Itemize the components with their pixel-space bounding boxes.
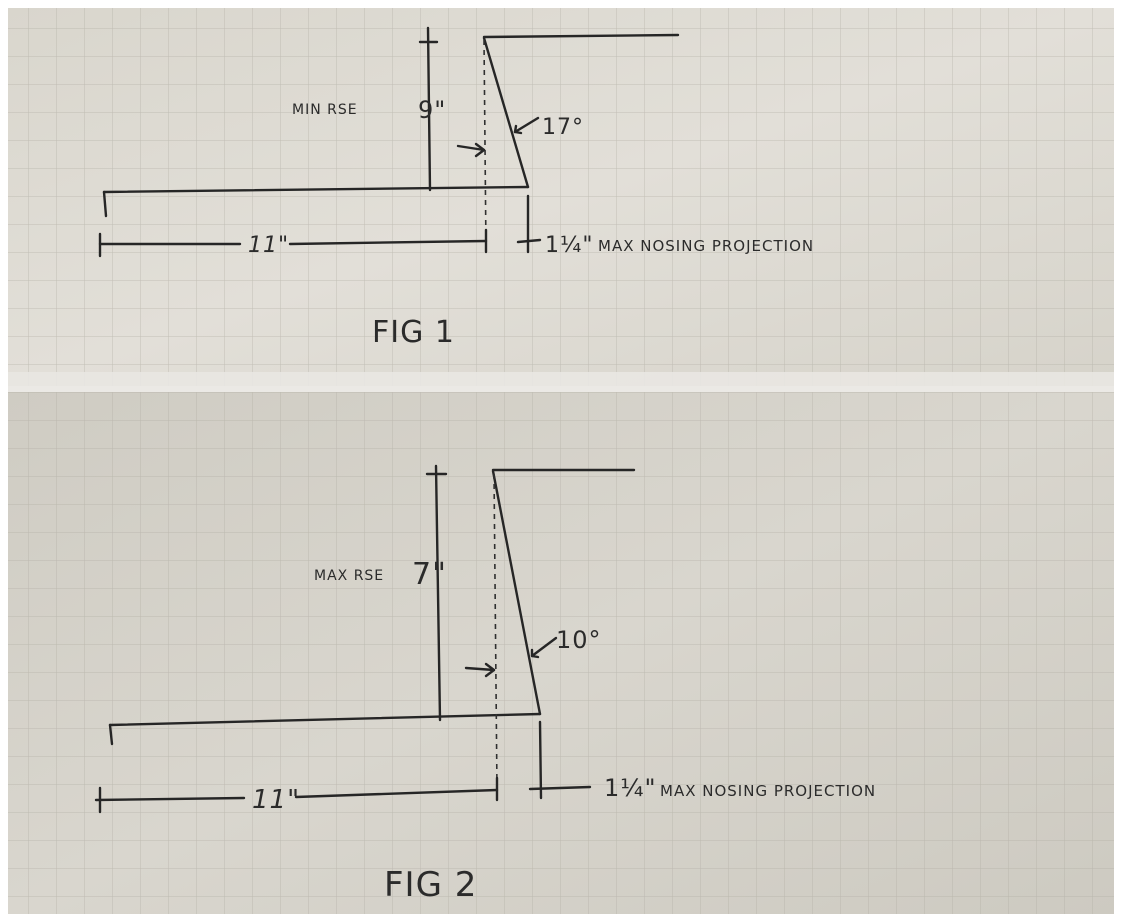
fig2-plumb-line [493,473,498,791]
fig1-rise-dimension [426,26,432,192]
fig2-nosing-label: MAX NOSING PROJECTION [660,782,876,800]
fig2-nosing-value: 1¼" [604,774,657,802]
fig2-rise-label: MAX RSE [314,568,384,584]
fig2-lower-tread [108,712,542,727]
fig1-nosing-value: 1¼" [545,233,593,258]
fig1-rise-value: 9" [418,96,446,124]
figure-2: MAX RSE 7" 10° 11" 1¼" MAX NOSING PROJEC… [94,464,876,905]
fig2-run-label: 11" [252,785,300,815]
fig1-angle-label: 17° [542,115,584,140]
figure-1: MIN RSE 9" 17° 11" 1¼" MAX NOSING PROJEC… [98,26,814,350]
fig1-run-label: 11" [248,233,289,258]
fig2-rise-value: 7" [412,557,447,592]
fig1-riser [482,36,530,189]
fig1-rise-label: MIN RSE [292,102,358,118]
fig2-run-dimension [94,796,246,802]
fig1-caption: FIG 1 [372,315,455,350]
fig1-lower-tread [102,185,530,194]
fig2-riser [491,469,542,716]
fig2-angle-label: 10° [556,626,602,654]
fig2-caption: FIG 2 [384,865,477,905]
fig1-upper-tread [482,33,680,39]
fig2-rise-dimension [434,464,442,722]
fig1-nosing-label: MAX NOSING PROJECTION [598,237,814,255]
